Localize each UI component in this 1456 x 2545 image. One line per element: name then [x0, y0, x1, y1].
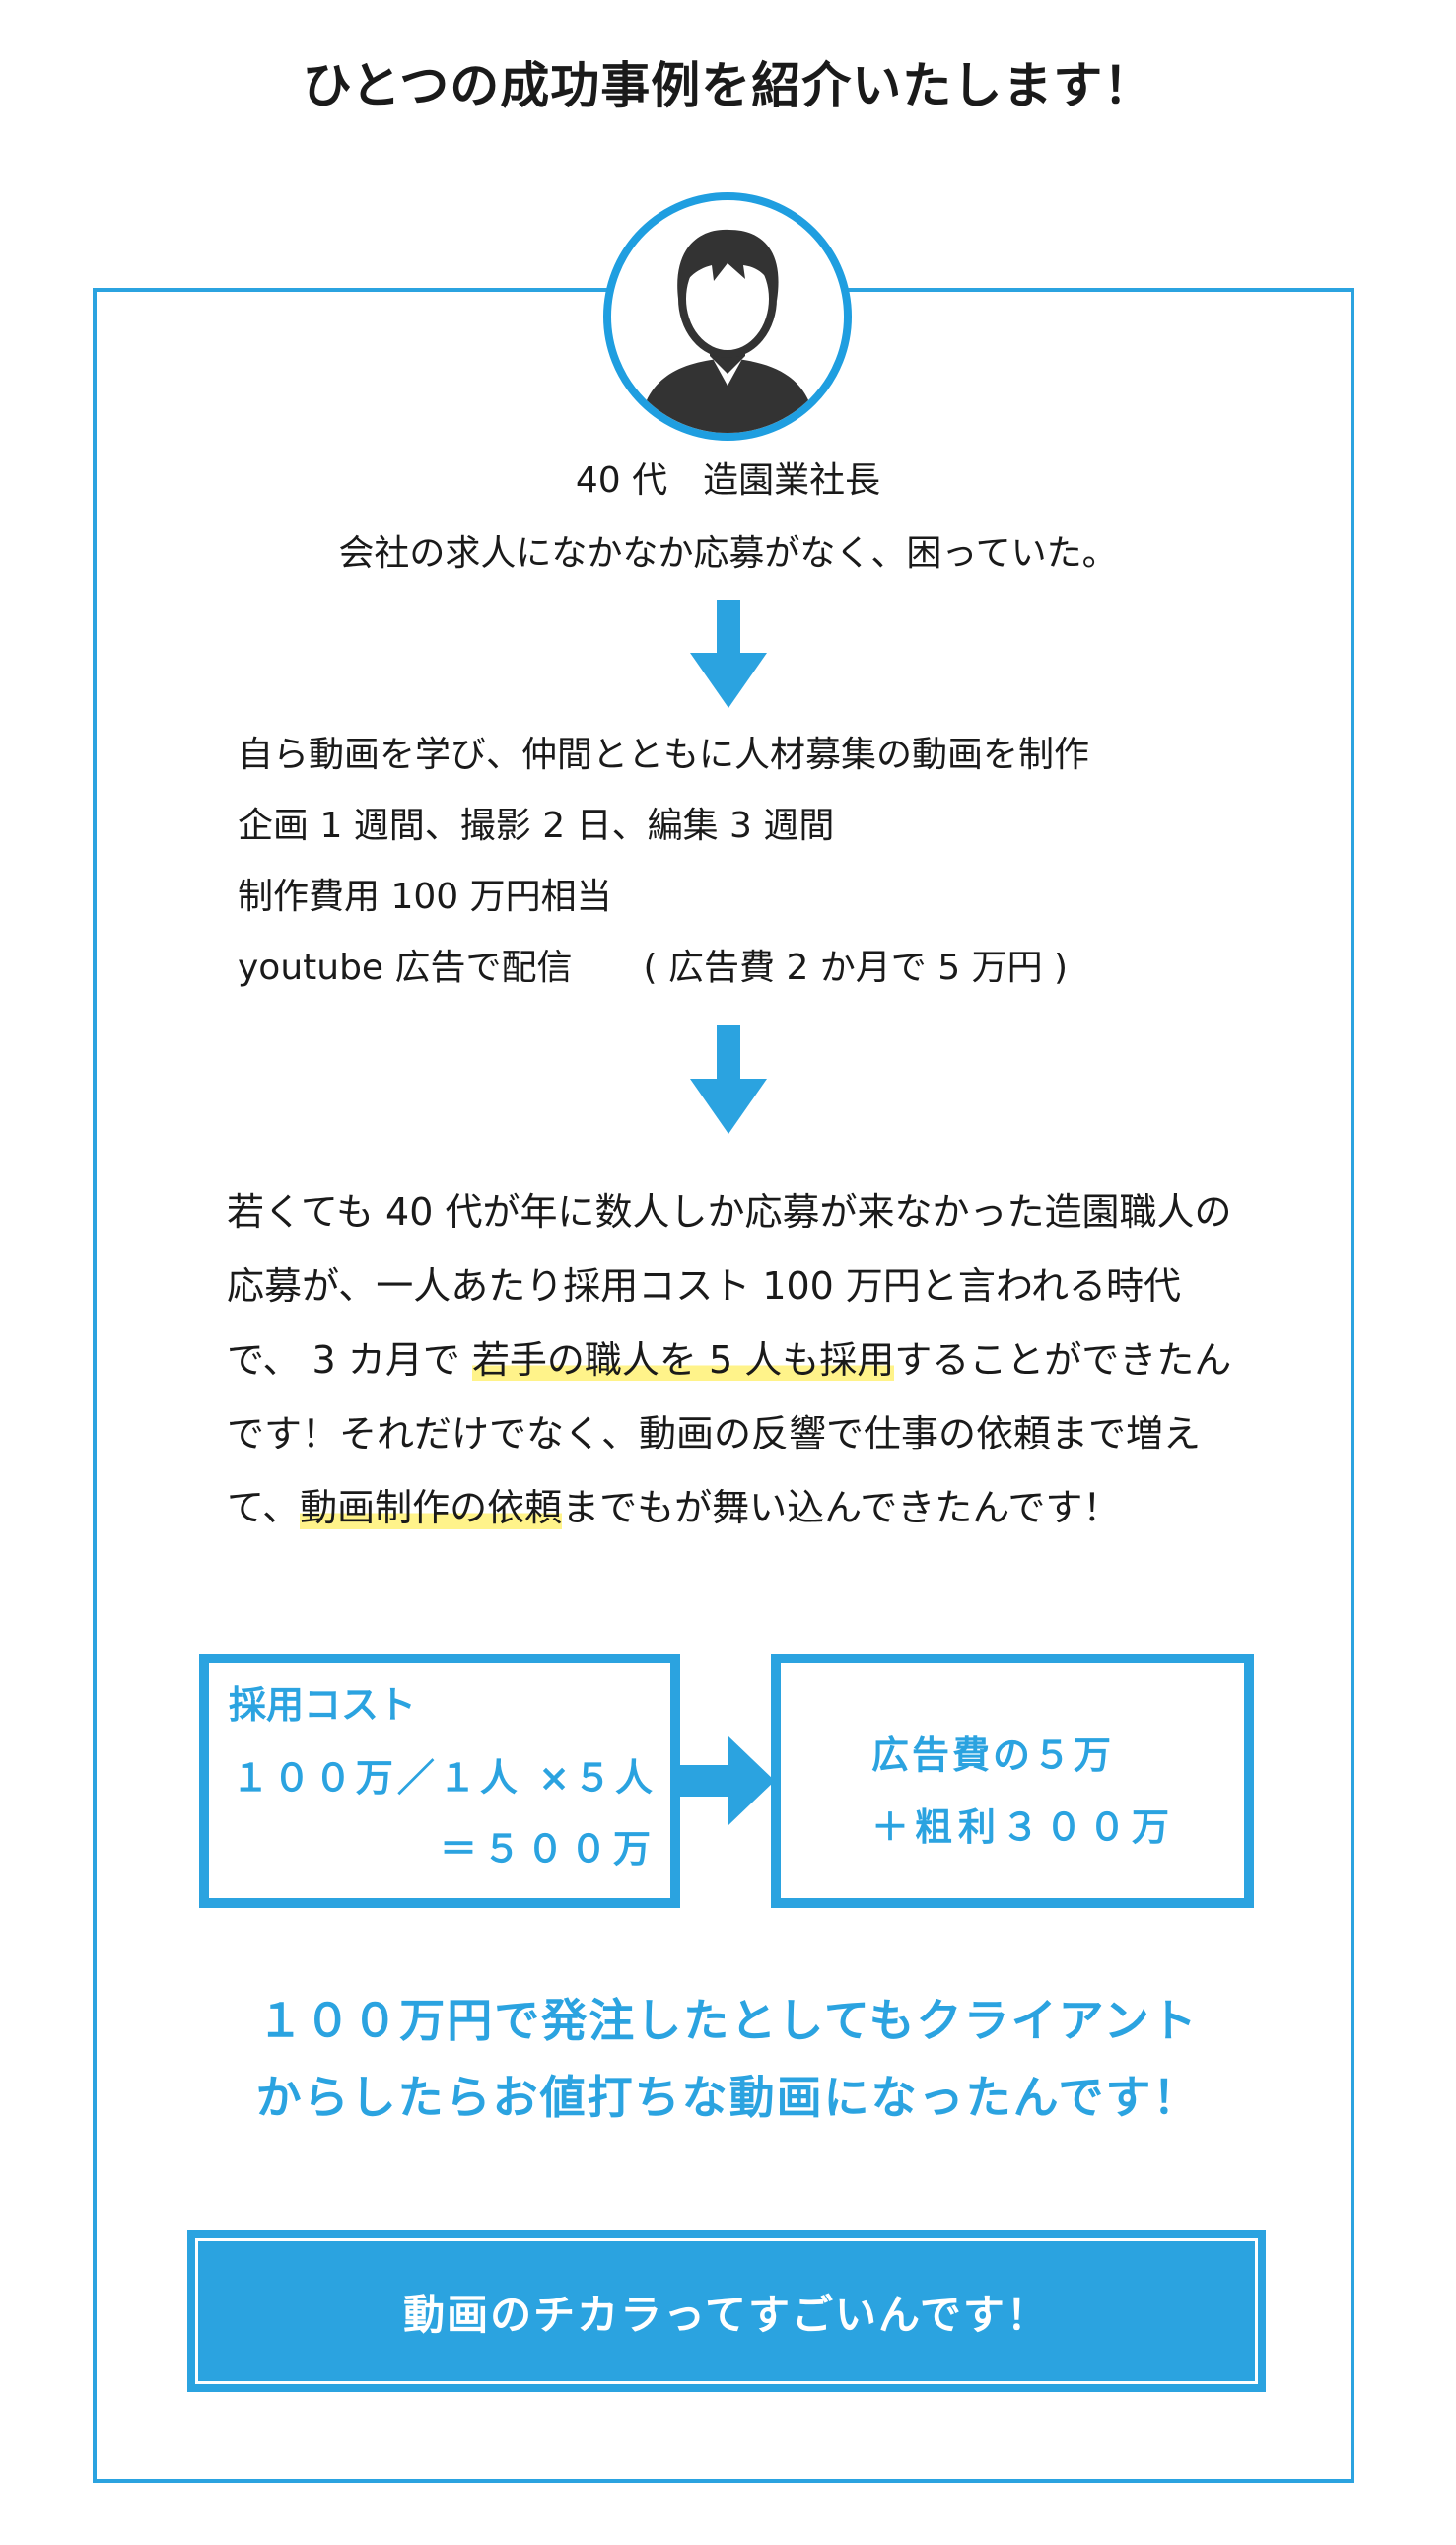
conclusion-line: からしたらお値打ちな動画になったんです！: [255, 2071, 1201, 2124]
page-heading: ひとつの成功事例を紹介いたします！: [302, 57, 1154, 114]
story-text: までもが舞い込んできたんです！: [562, 1486, 1121, 1529]
cost-box-total: ＝５００万: [439, 1827, 657, 1871]
cta-button[interactable]: 動画のチカラってすごいんです！: [187, 2230, 1266, 2392]
step-line: youtube 広告で配信 ( 広告費 2 か月で 5 万円 ): [238, 948, 1069, 988]
production-steps: 自ら動画を学び、仲間とともに人材募集の動画を制作 企画 1 週間、撮影 2 日、…: [238, 720, 1089, 1004]
conclusion-line: １００万円で発注したとしてもクライアント: [257, 1994, 1199, 2047]
cta-button-label: 動画のチカラってすごいんです！: [195, 2238, 1258, 2384]
story-highlight: 若手の職人を 5 人も採用: [471, 1338, 895, 1381]
conclusion-text: １００万円で発注したとしてもクライアント からしたらお値打ちな動画になったんです…: [0, 1982, 1456, 2136]
story-highlight: 動画制作の依頼: [300, 1486, 563, 1529]
step-line: 自ら動画を学び、仲間とともに人材募集の動画を制作: [238, 735, 1090, 775]
step-line: 企画 1 週間、撮影 2 日、編集 3 週間: [238, 806, 835, 846]
step-line: 制作費用 100 万円相当: [238, 877, 612, 917]
arrow-right-icon: [676, 1735, 775, 1830]
result-box-profit: ＋粗利３００万: [871, 1805, 1176, 1849]
arrow-down-icon: [690, 1025, 767, 1140]
story-text: することができたんです！それだけでなく、動画の反響で仕事の依頼まで増えて、: [227, 1338, 1232, 1529]
story-text: 若くても 40 代が年に数人しか応募が来なかった造園職人の応募が、一人あたり採用…: [227, 1190, 1232, 1381]
success-story: 若くても 40 代が年に数人しか応募が来なかった造園職人の応募が、一人あたり採用…: [227, 1175, 1242, 1545]
person-problem: 会社の求人になかなか応募がなく、困っていた。: [338, 533, 1118, 574]
result-box-ad-cost: 広告費の５万: [871, 1733, 1115, 1777]
cost-box: 採用コスト １００万／１人 ×５人 ＝５００万: [199, 1654, 680, 1908]
result-box: 広告費の５万 ＋粗利３００万: [771, 1654, 1254, 1908]
person-avatar-icon: [603, 192, 852, 441]
cost-box-title: 採用コスト: [229, 1683, 417, 1727]
person-label: 40 代 造園業社長: [575, 460, 881, 501]
arrow-down-icon: [690, 600, 767, 714]
cost-box-formula: １００万／１人 ×５人: [231, 1756, 657, 1800]
